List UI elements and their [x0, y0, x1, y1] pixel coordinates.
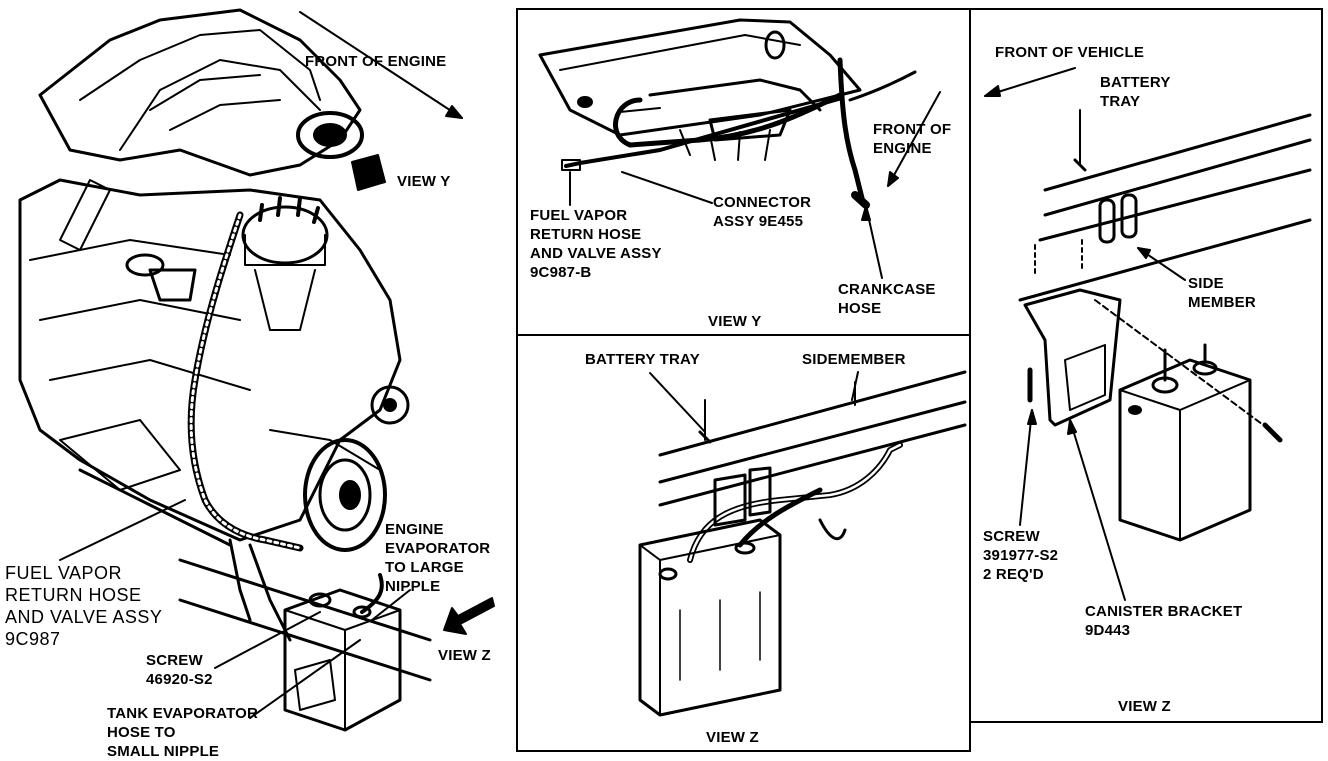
connector-line-1: CONNECTOR — [713, 194, 812, 211]
tank-evaporator-line-1: TANK EVAPORATOR — [107, 705, 259, 722]
view-y-front-line-1: FRONT OF — [873, 121, 952, 138]
front-of-engine-label: FRONT OF ENGINE — [305, 53, 447, 70]
tank-evaporator-line-2: HOSE TO — [107, 724, 176, 741]
engine-evaporator-line-1: ENGINE — [385, 521, 444, 538]
view-z-left-panel-frame — [516, 334, 971, 752]
tank-evaporator-line-3: SMALL NIPPLE — [107, 743, 220, 760]
crankcase-line-1: CRANKCASE — [838, 281, 936, 298]
side-member-line-2: MEMBER — [1188, 294, 1256, 311]
view-z-arrow-icon — [443, 597, 495, 635]
view-y-drawing — [538, 18, 941, 279]
connector-line-2: ASSY 9E455 — [713, 213, 804, 230]
view-y-arrow-label: VIEW Y — [397, 173, 451, 190]
fuel-vapor-hose-line-2: RETURN HOSE — [5, 585, 142, 605]
view-y-caption: VIEW Y — [708, 313, 762, 330]
right-battery-tray-line-2: TRAY — [1100, 93, 1141, 110]
engine-illustration — [18, 8, 432, 732]
right-battery-tray-line-1: BATTERY — [1100, 74, 1171, 91]
view-y-fuel-line-1: FUEL VAPOR — [530, 207, 628, 224]
view-y-fuel-line-2: RETURN HOSE — [530, 226, 642, 243]
engine-evaporator-line-3: TO LARGE — [385, 559, 464, 576]
view-z-arrow-label: VIEW Z — [438, 647, 491, 664]
view-z-right-caption: VIEW Z — [1118, 698, 1171, 715]
canister-bracket-line-2: 9D443 — [1085, 622, 1131, 639]
right-screw-line-2: 391977-S2 — [983, 547, 1059, 564]
view-z-left-drawing — [638, 370, 967, 717]
side-member-line-1: SIDE — [1188, 275, 1224, 292]
view-y-fuel-line-4: 9C987-B — [530, 264, 592, 281]
engine-evaporator-line-2: EVAPORATOR — [385, 540, 491, 557]
crankcase-line-2: HOSE — [838, 300, 882, 317]
view-z-right-panel-frame — [969, 8, 1323, 723]
right-screw-line-1: SCREW — [983, 528, 1040, 545]
view-y-fuel-line-3: AND VALVE ASSY — [530, 245, 662, 262]
fuel-vapor-hose-line-4: 9C987 — [5, 629, 61, 649]
fuel-vapor-hose-line-3: AND VALVE ASSY — [5, 607, 163, 627]
view-z-left-caption: VIEW Z — [706, 729, 759, 746]
front-of-vehicle-label: FRONT OF VEHICLE — [995, 44, 1145, 61]
fuel-vapor-hose-line-1: FUEL VAPOR — [5, 563, 123, 583]
front-of-engine-arrow — [299, 11, 463, 119]
view-y-arrow-icon — [351, 154, 386, 191]
engine-evaporator-line-4: NIPPLE — [385, 578, 441, 595]
right-screw-line-3: 2 REQ'D — [983, 566, 1044, 583]
sidemember-label: SIDEMEMBER — [802, 351, 906, 368]
view-z-right-drawing — [984, 67, 1312, 601]
canister-bracket-line-1: CANISTER BRACKET — [1085, 603, 1243, 620]
view-y-front-line-2: ENGINE — [873, 140, 932, 157]
screw-line-1: SCREW — [146, 652, 203, 669]
battery-tray-label: BATTERY TRAY — [585, 351, 700, 368]
screw-line-2: 46920-S2 — [146, 671, 213, 688]
